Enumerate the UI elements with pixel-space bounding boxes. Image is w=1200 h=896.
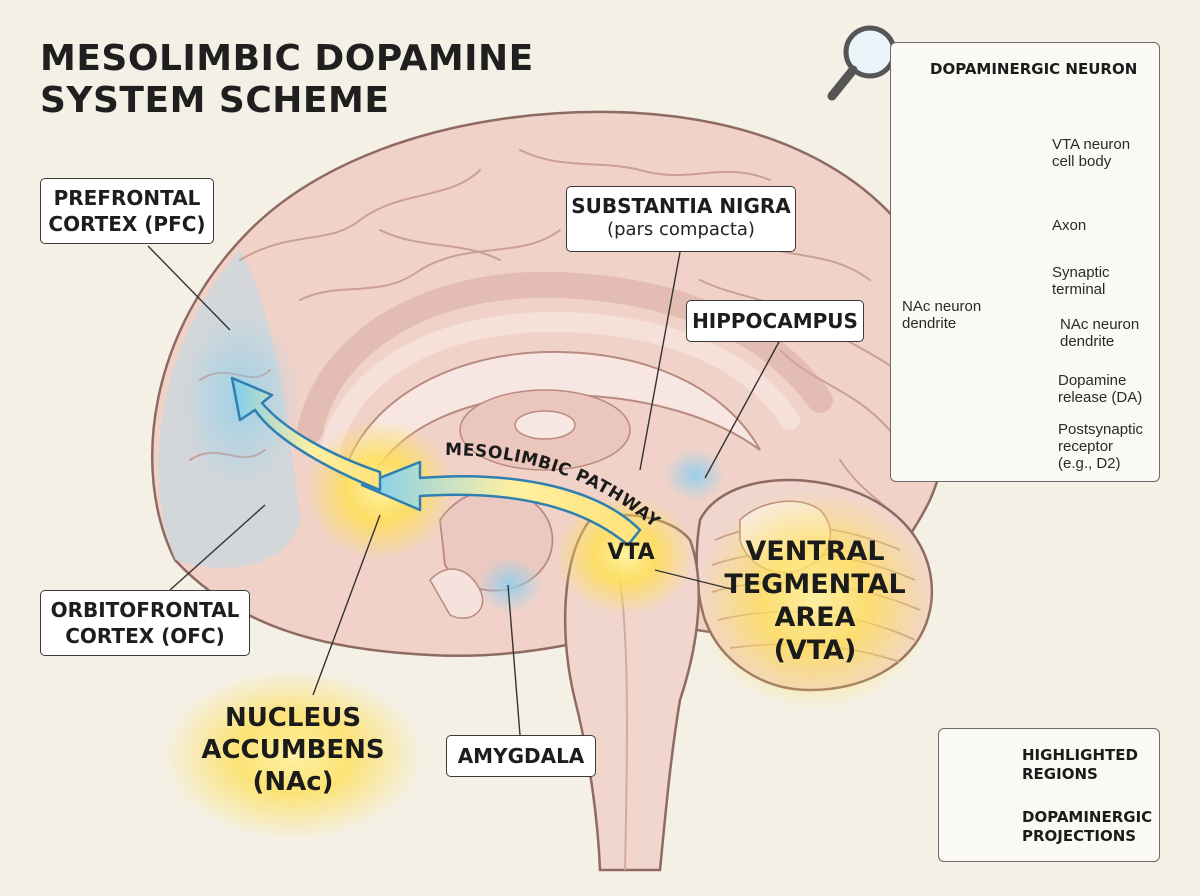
nac-label: NUCLEUS ACCUMBENS (NAc) — [201, 703, 385, 797]
vta-full-glow — [695, 490, 935, 710]
amygdala-label: AMYGDALA — [446, 735, 596, 777]
leader-lines — [147, 245, 781, 736]
legend-projections-label: DOPAMINERGIC PROJECTIONS — [1022, 808, 1153, 845]
legend-highlighted-label: HIGHLIGHTED REGIONS — [1022, 746, 1138, 783]
synaptic-terminal-label: Synaptic terminal — [1052, 264, 1110, 298]
nac-label-glow — [163, 670, 423, 840]
substantia-nigra-label: SUBSTANTIA NIGRA (pars compacta) — [566, 186, 796, 252]
amygdala-region — [478, 557, 542, 613]
legend — [938, 728, 1160, 862]
neuron-inset-panel — [890, 42, 1160, 482]
magnifier-icon — [827, 25, 897, 101]
nac-dendrite-left-label: NAc neuron dendrite — [902, 298, 982, 332]
dopamine-release-label: Dopamine release (DA) — [1058, 372, 1143, 406]
hippocampus-region — [665, 449, 725, 501]
receptor-label: Postsynaptic receptor (e.g., D2) — [1058, 421, 1144, 472]
inset-title: DOPAMINERGIC NEURON — [930, 60, 1138, 78]
page-title: MESOLIMBIC DOPAMINE SYSTEM SCHEME — [40, 38, 534, 121]
vta-glow — [555, 495, 695, 615]
axon-label: Axon — [1052, 217, 1087, 234]
nac-dendrite-right-label: NAc neuron dendrite — [1060, 316, 1140, 350]
pfc-label: PREFRONTAL CORTEX (PFC) — [40, 178, 214, 244]
hippocampus-label: HIPPOCAMPUS — [686, 300, 864, 342]
cell-body-label: VTA neuron cell body — [1052, 136, 1131, 170]
vta-short-label: VTA — [607, 540, 655, 565]
vta-full-label: VENTRAL TEGMENTAL AREA (VTA) — [724, 536, 906, 666]
ofc-label: ORBITOFRONTAL CORTEX (OFC) — [40, 590, 250, 656]
